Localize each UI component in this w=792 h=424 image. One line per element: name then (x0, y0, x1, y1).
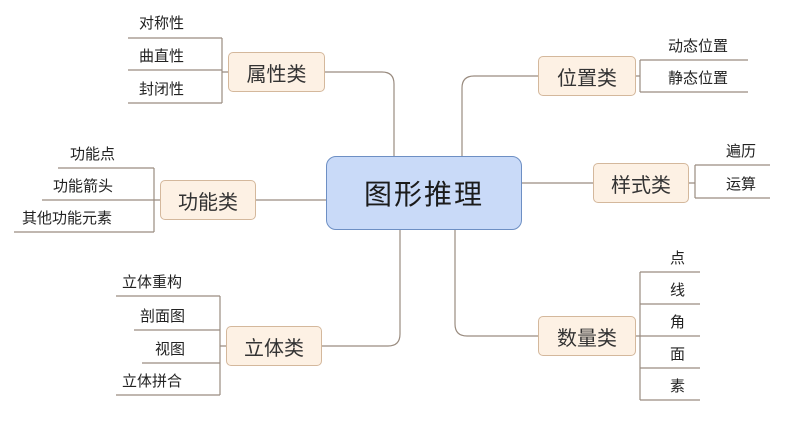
leaf-views[interactable]: 视图 (155, 340, 186, 358)
leaf-function-point[interactable]: 功能点 (70, 145, 116, 163)
bracket-solid (219, 296, 226, 395)
leaf-faces[interactable]: 面 (670, 345, 686, 363)
category-position[interactable]: 位置类 (538, 56, 636, 96)
category-attributes[interactable]: 属性类 (228, 52, 325, 92)
leaf-symmetry[interactable]: 对称性 (139, 14, 185, 32)
leaf-dynamic-position[interactable]: 动态位置 (668, 37, 729, 55)
connector-root-attributes (325, 71, 395, 156)
leaf-curvature[interactable]: 曲直性 (139, 47, 185, 65)
leaf-traverse[interactable]: 遍历 (726, 142, 757, 160)
leaf-operation[interactable]: 运算 (726, 175, 757, 193)
bracket-quantity (636, 272, 641, 400)
leaf-closure[interactable]: 封闭性 (139, 80, 185, 98)
connector-root-position (461, 75, 538, 156)
leaf-assembly[interactable]: 立体拼合 (122, 372, 183, 390)
category-function[interactable]: 功能类 (160, 180, 256, 220)
leaf-lines[interactable]: 线 (670, 281, 686, 299)
category-style[interactable]: 样式类 (593, 163, 689, 203)
connector-root-quantity (454, 230, 538, 337)
leaf-angles[interactable]: 角 (670, 313, 686, 331)
leaf-elements[interactable]: 素 (670, 377, 686, 395)
bracket-style (689, 165, 696, 198)
connector-root-solid (322, 230, 401, 347)
leaf-points[interactable]: 点 (670, 249, 686, 267)
leaf-function-arrow[interactable]: 功能箭头 (53, 177, 114, 195)
root-node[interactable]: 图形推理 (326, 156, 522, 230)
leaf-other-function[interactable]: 其他功能元素 (22, 209, 113, 227)
leaf-section-view[interactable]: 剖面图 (140, 307, 186, 325)
category-quantity[interactable]: 数量类 (538, 316, 636, 356)
bracket-position (636, 60, 641, 92)
leaf-static-position[interactable]: 静态位置 (668, 69, 729, 87)
leaf-reconstruction[interactable]: 立体重构 (122, 273, 183, 291)
category-solid[interactable]: 立体类 (226, 326, 322, 366)
